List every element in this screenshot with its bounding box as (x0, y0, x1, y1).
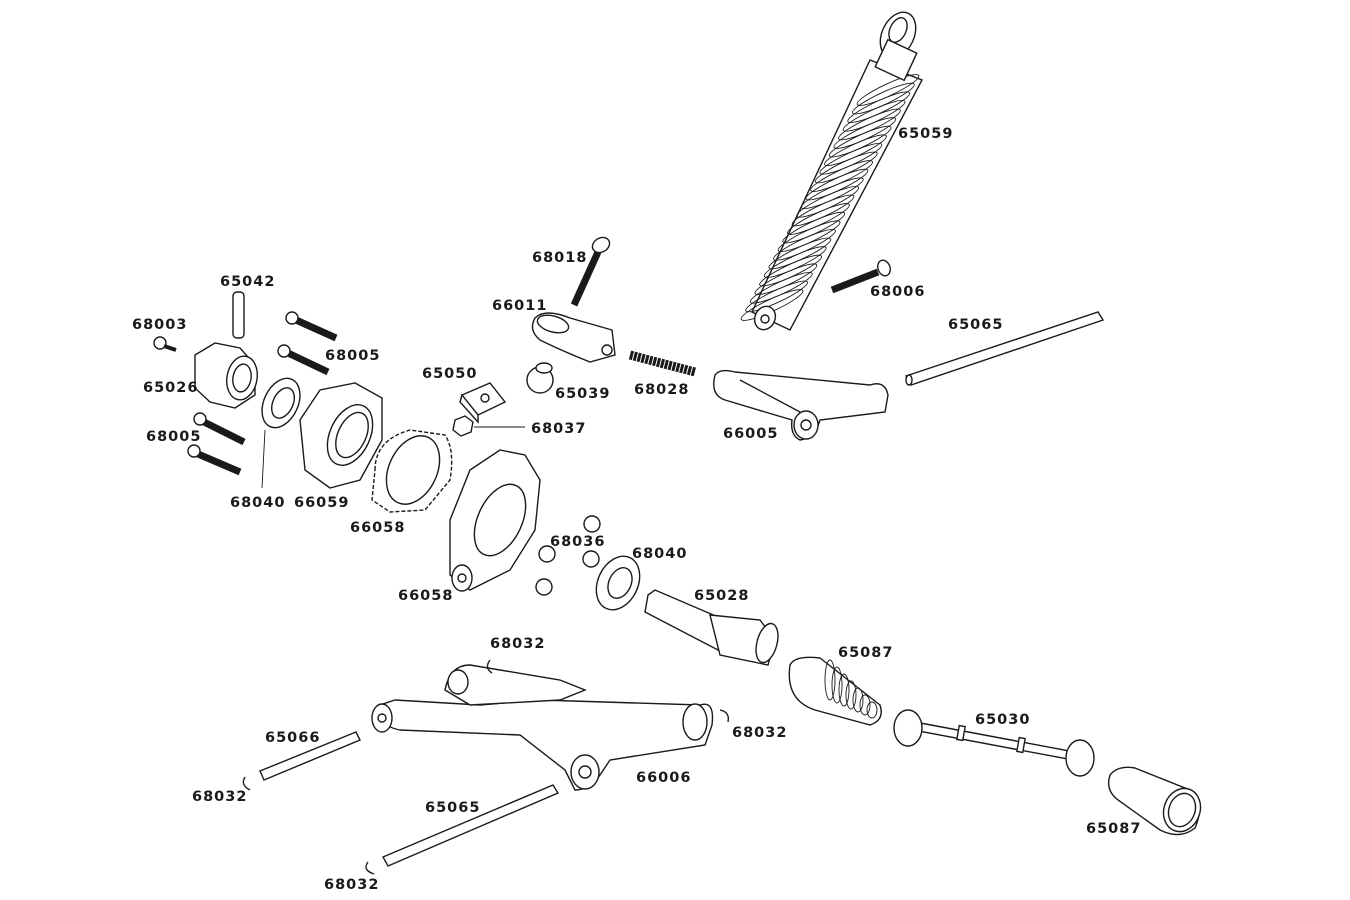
label-68032-left: 68032 (192, 789, 248, 805)
gasket (371, 429, 453, 513)
label-66058-gasket: 66058 (350, 520, 406, 536)
label-65065-upper: 65065 (948, 317, 1004, 333)
label-68032-right: 68032 (732, 725, 788, 741)
shock-bolt (830, 259, 891, 294)
turnbuckle (628, 350, 697, 377)
boot-rib (866, 701, 878, 719)
boot-rib (831, 666, 843, 704)
label-65028: 65028 (694, 588, 750, 604)
hub (194, 342, 258, 409)
boot-rib (838, 673, 850, 707)
shock-absorber (740, 11, 923, 331)
driveshaft (893, 709, 1095, 777)
label-68032-bottom: 68032 (324, 877, 380, 893)
label-66058-knuckle: 66058 (398, 588, 454, 604)
spring-coil (745, 280, 809, 313)
label-68005-upper: 68005 (325, 348, 381, 364)
label-66011: 66011 (492, 298, 548, 314)
label-68018: 68018 (532, 250, 588, 266)
turnbuckle-screw (570, 236, 611, 307)
label-65059: 65059 (898, 126, 954, 142)
boot-rib (859, 694, 871, 716)
label-66005: 66005 (723, 426, 779, 442)
boot-rib (852, 687, 864, 713)
label-68032-top: 68032 (490, 636, 546, 652)
bearing-left (261, 377, 301, 489)
label-68040-left: 68040 (230, 495, 286, 511)
label-65087-upper: 65087 (838, 645, 894, 661)
e-clips (242, 659, 730, 875)
boot-lower (1107, 766, 1202, 836)
label-65050: 65050 (422, 366, 478, 382)
pillow-block (459, 382, 507, 424)
outdrive-cup (644, 589, 779, 666)
upper-pin (904, 311, 1105, 386)
lower-pin-short (259, 731, 361, 781)
bolts (187, 311, 338, 476)
label-68028: 68028 (634, 382, 690, 398)
label-68036: 68036 (550, 534, 606, 550)
label-65039: 65039 (555, 386, 611, 402)
boot-upper (788, 656, 882, 726)
carrier (299, 382, 383, 489)
label-65042: 65042 (220, 274, 276, 290)
bearing-right (595, 555, 641, 611)
label-68037: 68037 (531, 421, 587, 437)
ball-stud (526, 362, 554, 394)
set-screw (153, 336, 177, 352)
rod-end (531, 312, 616, 363)
boot-rib (845, 680, 857, 710)
label-65026: 65026 (143, 380, 199, 396)
label-65087-lower: 65087 (1086, 821, 1142, 837)
nuts (535, 515, 601, 596)
label-68006: 68006 (870, 284, 926, 300)
knuckle (449, 449, 541, 592)
label-65030: 65030 (975, 712, 1031, 728)
nut-small (452, 415, 474, 437)
label-68040-right: 68040 (632, 546, 688, 562)
lower-arm (371, 664, 714, 791)
label-65066: 65066 (265, 730, 321, 746)
boot-rib (824, 659, 836, 701)
pin-top (232, 291, 245, 339)
label-66006: 66006 (636, 770, 692, 786)
label-66059: 66059 (294, 495, 350, 511)
lower-pin-long (382, 784, 560, 867)
upper-arm (713, 369, 889, 441)
label-65065-lower: 65065 (425, 800, 481, 816)
label-68005-lower: 68005 (146, 429, 202, 445)
label-68003: 68003 (132, 317, 188, 333)
